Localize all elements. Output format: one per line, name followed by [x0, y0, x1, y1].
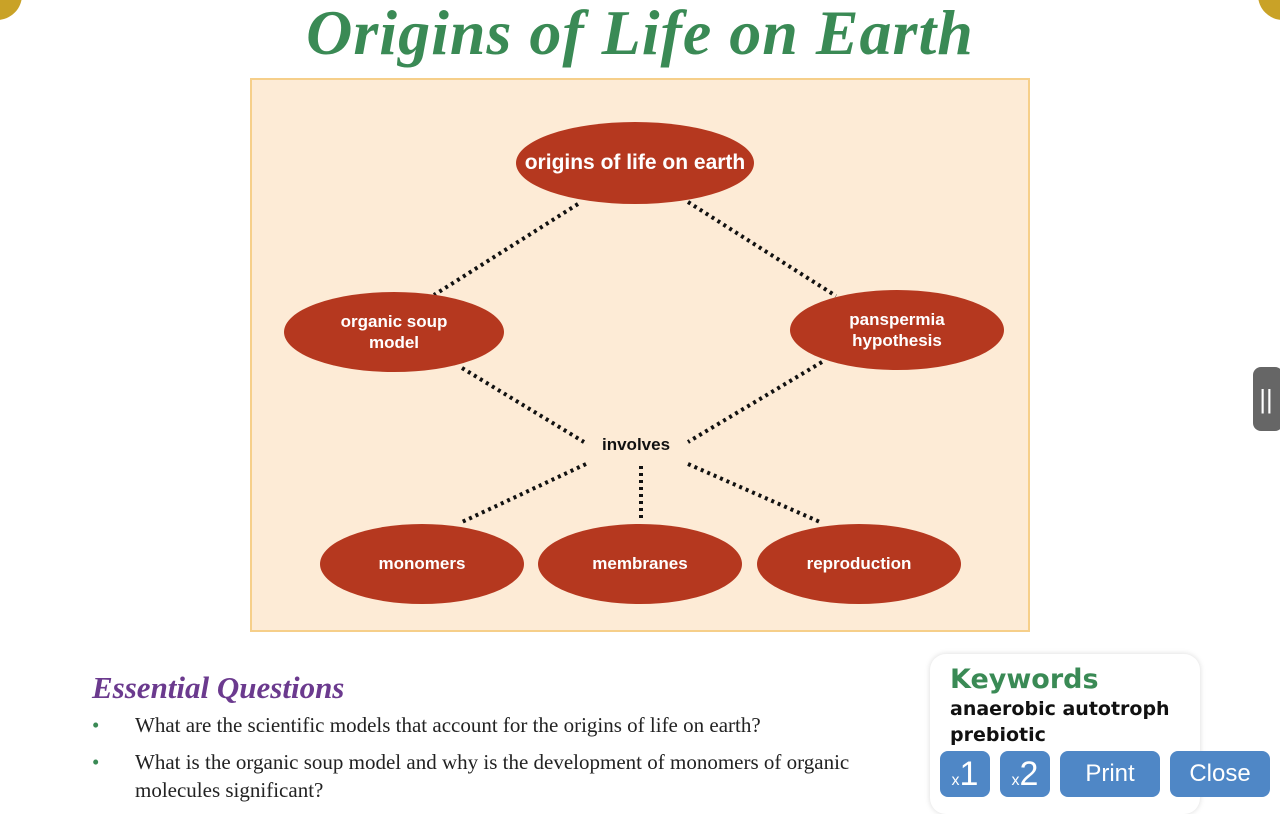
question-text: What is the organic soup model and why i…: [135, 750, 850, 802]
x-prefix: x: [951, 772, 960, 789]
connector: [460, 366, 586, 444]
keywords-heading: Keywords: [950, 664, 1099, 695]
node-organic-soup-model: organic soup model: [284, 292, 504, 372]
concept-map: origins of life on earth organic soup mo…: [250, 78, 1030, 632]
node-reproduction: reproduction: [757, 524, 961, 604]
essential-questions-heading: Essential Questions: [92, 670, 345, 705]
keyword: prebiotic: [950, 724, 1046, 746]
bullet: •: [92, 713, 100, 737]
question-item: • What is the organic soup model and why …: [92, 748, 905, 804]
connector: [686, 200, 838, 298]
node-membranes: membranes: [538, 524, 742, 604]
connector: [686, 360, 824, 444]
zoom-value: 2: [1019, 754, 1039, 793]
connector: [432, 202, 580, 297]
node-panspermia-hypothesis: panspermia hypothesis: [790, 290, 1004, 370]
keyword: anaerobic autotroph: [950, 698, 1170, 720]
concept-map-connectors: [432, 200, 838, 524]
page-title: Origins of Life on Earth: [306, 0, 974, 68]
node-origins-of-life: origins of life on earth: [516, 122, 754, 204]
zoom-value: 1: [959, 754, 979, 793]
node-monomers: monomers: [320, 524, 524, 604]
question-item: • What are the scientific models that acc…: [92, 711, 895, 739]
connector: [461, 462, 587, 524]
print-button[interactable]: Print: [1060, 751, 1160, 797]
involves-label: involves: [602, 435, 671, 454]
bullet: •: [92, 750, 100, 774]
x-prefix: x: [1011, 772, 1020, 789]
connector: [687, 462, 821, 524]
question-text: What are the scientific models that acco…: [135, 713, 761, 737]
side-panel-handle[interactable]: ||: [1253, 367, 1280, 431]
close-button[interactable]: Close: [1170, 751, 1270, 797]
